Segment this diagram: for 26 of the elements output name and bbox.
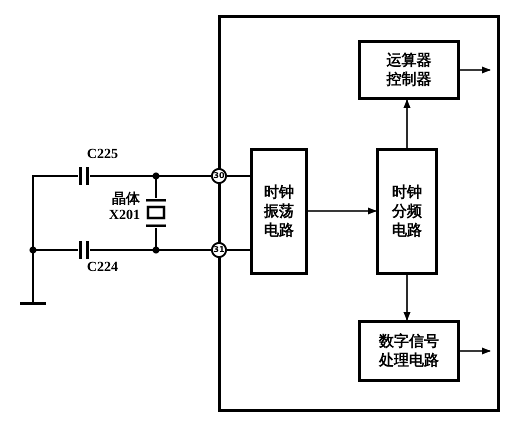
pin-number: 31 xyxy=(213,246,225,254)
pin-circle xyxy=(211,168,227,184)
block-label: 运算器控制器 xyxy=(386,51,432,89)
processor-block xyxy=(358,320,460,382)
block-label: 时钟分频电路 xyxy=(392,183,422,240)
wire xyxy=(227,175,250,177)
capacitor-symbol xyxy=(78,167,90,185)
divider-block xyxy=(376,148,438,275)
wire xyxy=(227,249,250,251)
pin-number: 30 xyxy=(213,172,225,180)
ground-symbol xyxy=(20,296,46,305)
arrow xyxy=(308,207,377,215)
arrow xyxy=(460,347,491,355)
arrow xyxy=(403,99,411,148)
block-label: 数字信号处理电路 xyxy=(379,332,439,370)
crystal-symbol xyxy=(145,198,167,228)
capacitor-symbol xyxy=(78,241,90,259)
arrow xyxy=(460,66,491,74)
component-label: C225 xyxy=(86,147,118,164)
arrow xyxy=(403,275,411,321)
component-label: C224 xyxy=(86,260,118,276)
pin-circle xyxy=(211,242,227,258)
controller-block xyxy=(358,40,460,100)
oscillator-block xyxy=(250,148,308,275)
block-label: 时钟振荡电路 xyxy=(264,183,294,240)
component-label: 晶体 X201 xyxy=(108,192,140,224)
